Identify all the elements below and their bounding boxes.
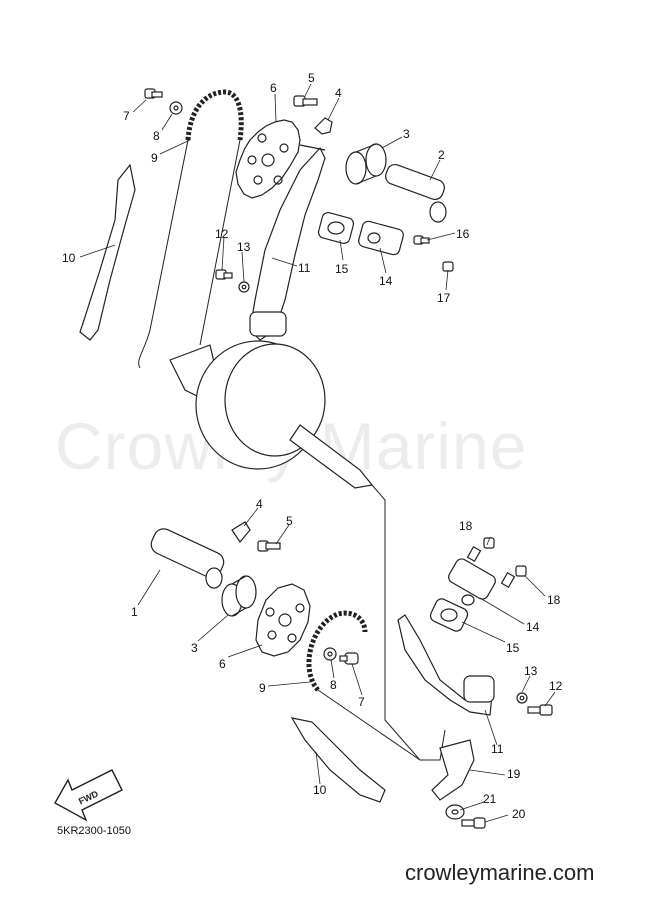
callout-9-upper: 9: [151, 151, 158, 165]
bolt-20: [461, 817, 486, 829]
callout-10-upper: 10: [62, 251, 76, 265]
callout-12-upper: 12: [215, 227, 229, 241]
callout-10-lower: 10: [313, 783, 327, 797]
callout-14-upper: 14: [379, 274, 393, 288]
callout-6-upper: 6: [270, 81, 277, 95]
callout-16: 16: [456, 227, 470, 241]
bolt-5-lower: [257, 540, 281, 552]
cam-sprocket-6-lower: [255, 583, 311, 657]
pin-4-upper: [314, 117, 333, 135]
washer-13-upper: [238, 281, 250, 293]
chain-guide-11-lower: [397, 614, 495, 716]
callout-13-upper: 13: [237, 240, 251, 254]
callout-15-upper: 15: [335, 262, 349, 276]
leader-lines: [79, 83, 556, 823]
callout-18-b: 18: [547, 593, 561, 607]
callout-6-lower: 6: [219, 657, 226, 671]
bolt-18-a: [466, 537, 495, 563]
washer-13-lower: [516, 692, 528, 704]
fwd-arrow-icon: [54, 769, 123, 822]
bolt-16: [413, 235, 430, 245]
chain-guide-10-lower: [290, 717, 386, 803]
chain-guide-10-upper: [79, 163, 136, 341]
camshaft-1: [150, 528, 225, 589]
chain-guide-11-upper: [249, 144, 326, 341]
bolt-17: [442, 261, 454, 272]
washer-21: [445, 804, 465, 820]
website-label: crowleymarine.com: [405, 860, 595, 885]
callout-11-lower: 11: [491, 742, 504, 756]
crankshaft: [169, 340, 446, 761]
callout-4-upper: 4: [335, 86, 342, 100]
camshaft-2: [385, 163, 447, 223]
callout-14-lower: 14: [526, 620, 540, 634]
callout-15-lower: 15: [506, 641, 520, 655]
gasket-15-upper: [317, 212, 355, 244]
bolt-7-lower: [339, 652, 359, 665]
callout-17: 17: [437, 291, 451, 305]
cam-sprocket-6-upper: [235, 119, 301, 199]
callout-18-a: 18: [459, 519, 473, 533]
pin-4-lower: [231, 521, 251, 544]
bolt-12-upper: [215, 269, 233, 280]
washer-8-lower: [323, 647, 337, 661]
chain-guide-19: [431, 739, 475, 801]
callout-13-lower: 13: [524, 664, 538, 678]
washer-8-upper: [169, 101, 183, 115]
callout-20: 20: [512, 807, 526, 821]
bushing-3-upper: [345, 143, 387, 185]
callout-21: 21: [483, 792, 497, 806]
callout-8-lower: 8: [330, 678, 337, 692]
callout-2: 2: [438, 148, 445, 162]
cam-chain-lower: [306, 610, 421, 761]
callout-7-upper: 7: [123, 109, 130, 123]
callout-11-upper: 11: [298, 261, 311, 275]
callout-5-upper: 5: [308, 71, 315, 85]
callout-7-lower: 7: [358, 695, 365, 709]
callout-5-lower: 5: [286, 514, 293, 528]
callout-9-lower: 9: [259, 681, 266, 695]
bolt-18-b: [500, 565, 527, 589]
callout-12-lower: 12: [549, 679, 563, 693]
cam-chain-upper: [138, 89, 244, 369]
callout-1: 1: [131, 605, 138, 619]
callout-19: 19: [507, 767, 521, 781]
gasket-15-lower: [429, 598, 469, 632]
bolt-5-upper: [293, 95, 318, 107]
tensioner-14-upper: [358, 220, 404, 256]
callout-3-lower: 3: [191, 641, 198, 655]
bolt-12-lower: [527, 704, 553, 716]
callout-8-upper: 8: [153, 129, 160, 143]
callout-3-upper: 3: [403, 127, 410, 141]
bushing-3-lower: [221, 575, 257, 617]
callout-4-lower: 4: [256, 497, 263, 511]
diagram-part-number: 5KR2300-1050: [57, 825, 132, 837]
bolt-7-upper: [144, 88, 163, 99]
tensioner-14-lower: [448, 558, 496, 606]
